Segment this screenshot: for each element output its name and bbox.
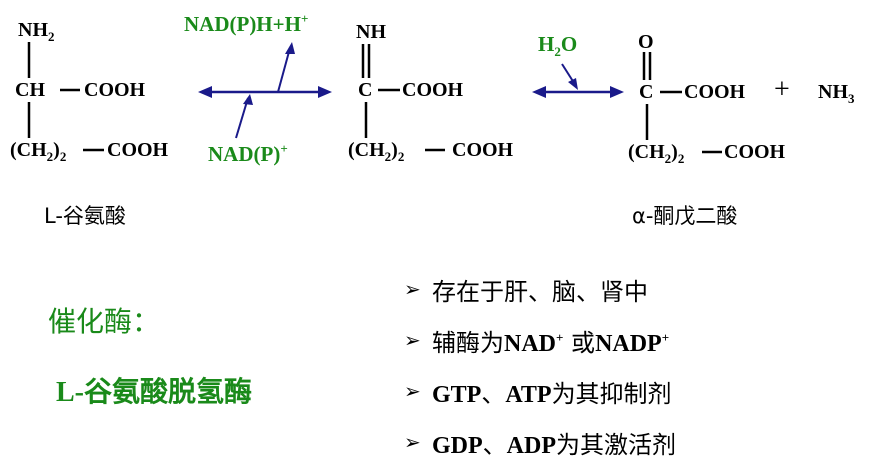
note-text: GDP、ADP为其激活剂 xyxy=(432,431,676,459)
note-item: ➢ 存在于肝、脑、肾中 xyxy=(404,264,676,315)
note-item: ➢ GDP、ADP为其激活剂 xyxy=(404,417,676,468)
cofactor-in-head xyxy=(243,94,253,105)
notes-list: ➢ 存在于肝、脑、肾中 ➢ 辅酶为NAD+ 或NADP+ ➢ GTP、ATP为其抑制剂 ➢ G… xyxy=(404,264,676,468)
note-text: GTP、ATP为其抑制剂 xyxy=(432,380,672,408)
ammonia: NH3 xyxy=(818,81,855,106)
keto-cooh-side: COOH xyxy=(724,141,786,163)
keto-o: O xyxy=(638,31,654,53)
imino-cooh-side: COOH xyxy=(452,139,514,161)
water-arrow-head xyxy=(568,78,578,90)
glutamate-cooh-side: COOH xyxy=(107,139,169,161)
note-text: 存在于肝、脑、肾中 xyxy=(432,278,648,306)
plus-sign: + xyxy=(774,74,790,105)
ketoglutarate-name: α-酮戊二酸 xyxy=(632,204,738,228)
cofactor-in-arrow xyxy=(235,97,249,139)
arrowhead-right-2 xyxy=(610,86,624,98)
imino-cooh-alpha: COOH xyxy=(402,79,464,101)
cofactor-out-head xyxy=(285,42,295,54)
bullet-arrow-icon: ➢ xyxy=(404,330,421,352)
keto-cooh-alpha: COOH xyxy=(684,81,746,103)
cofactor-product: NAD(P)H+H+ xyxy=(184,11,309,36)
glutamate-nh2: NH2 xyxy=(18,19,55,44)
glutamate-ch: CH xyxy=(15,79,45,101)
keto-ch2-chain: (CH2)2 xyxy=(628,141,685,166)
glutamate-cooh-alpha: COOH xyxy=(84,79,146,101)
enzyme-heading: 催化酶： xyxy=(48,305,161,338)
cofactor-reactant: NAD(P)+ xyxy=(208,141,288,166)
water-label: H2O xyxy=(538,32,578,60)
bullet-arrow-icon: ➢ xyxy=(404,381,421,403)
glutamate-name: L-谷氨酸 xyxy=(44,204,126,228)
arrowhead-left-2 xyxy=(532,86,546,98)
glutamate-ch2-chain: (CH2)2 xyxy=(10,139,67,164)
imino-c: C xyxy=(358,79,373,101)
imino-nh: NH xyxy=(356,21,386,43)
bullet-arrow-icon: ➢ xyxy=(404,432,421,454)
enzyme-name: L-谷氨酸脱氢酶 xyxy=(56,375,253,408)
enzyme-name-cn: 谷氨酸脱氢酶 xyxy=(84,375,253,408)
note-item: ➢ GTP、ATP为其抑制剂 xyxy=(404,366,676,417)
note-item: ➢ 辅酶为NAD+ 或NADP+ xyxy=(404,315,676,366)
bullet-arrow-icon: ➢ xyxy=(404,279,421,301)
cofactor-out-arrow xyxy=(277,47,291,93)
keto-c: C xyxy=(639,81,654,103)
arrowhead-right-1 xyxy=(318,86,332,98)
imino-ch2-chain: (CH2)2 xyxy=(348,139,405,164)
arrowhead-left-1 xyxy=(198,86,212,98)
note-text: 辅酶为NAD+ 或NADP+ xyxy=(432,329,670,357)
